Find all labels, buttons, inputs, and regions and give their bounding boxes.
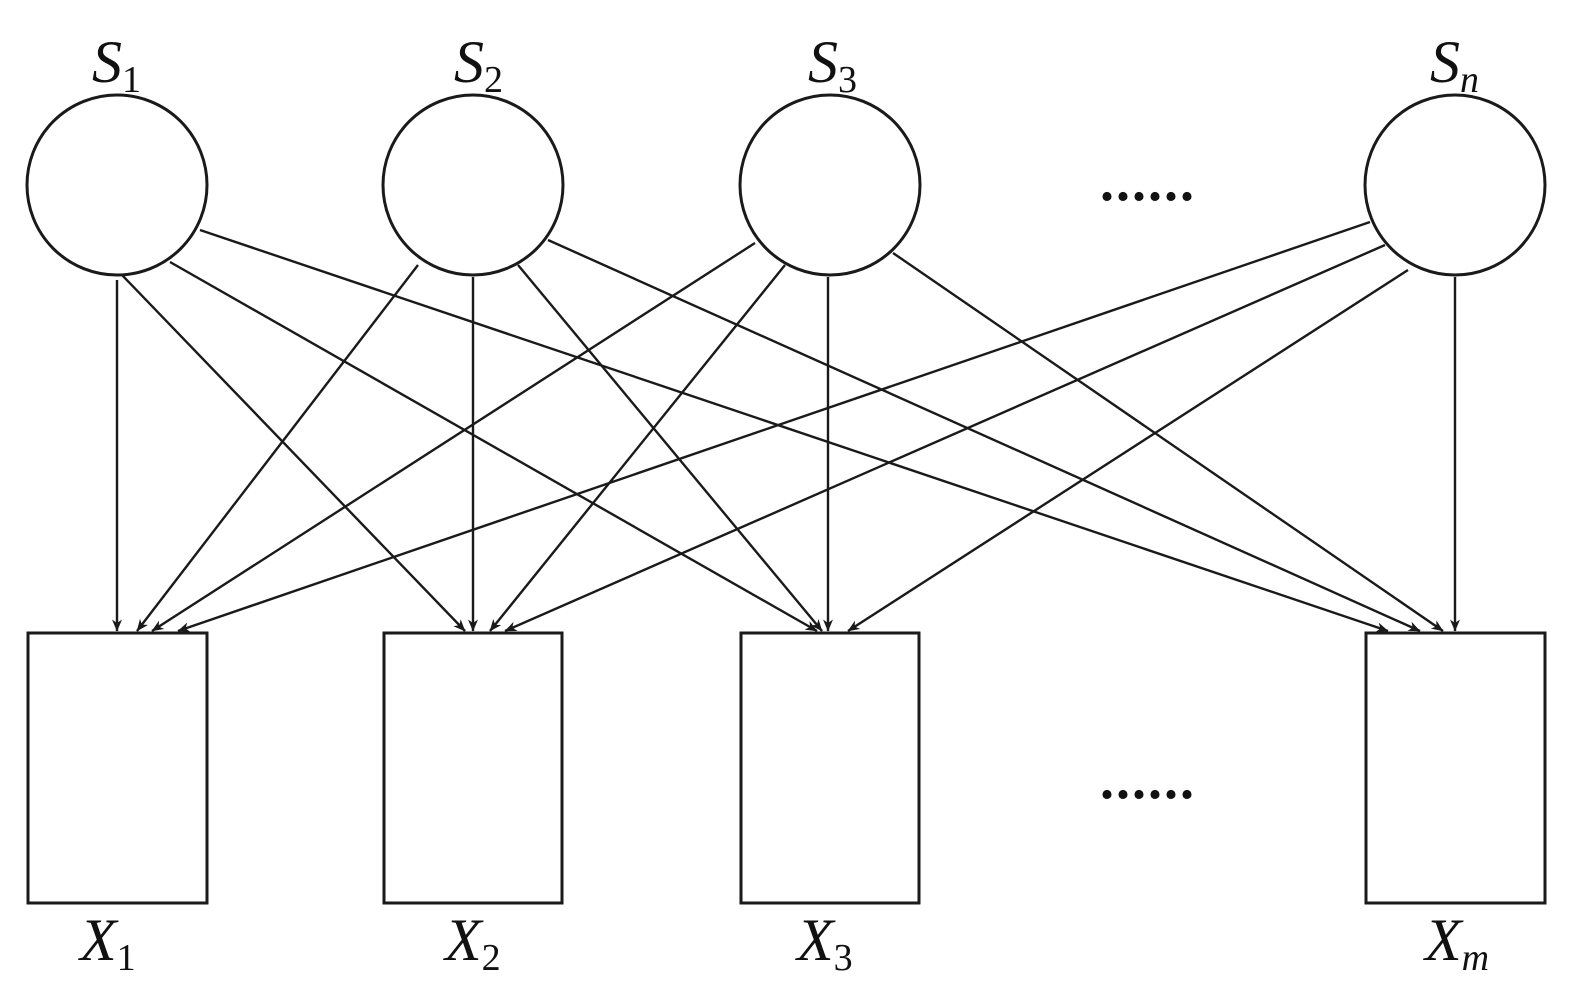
edge-arrow-s2-x1	[136, 264, 419, 632]
source-label: S2	[454, 29, 503, 101]
edge-arrow-sn-x3	[847, 268, 1409, 633]
source-circle	[738, 93, 922, 277]
observation-box	[1364, 631, 1547, 905]
source-circle	[381, 93, 565, 277]
source-label: Sn	[1430, 29, 1479, 101]
source-node-s1: S1	[25, 29, 209, 277]
edge-arrow-s1-x2	[121, 274, 466, 632]
ellipsis-top: ......	[1100, 151, 1196, 213]
observation-node-x1: X1	[26, 631, 209, 979]
source-node-s3: S3	[738, 29, 922, 277]
observation-node-x3: X3	[739, 631, 921, 979]
observation-node-xm: Xm	[1364, 631, 1547, 979]
edge-arrow-s3-x1	[151, 241, 756, 633]
observation-label: X3	[795, 907, 853, 979]
observation-label: X2	[443, 907, 501, 979]
observation-box	[382, 631, 564, 905]
observation-label: X1	[78, 907, 136, 979]
source-circle	[1363, 93, 1547, 277]
observation-box	[26, 631, 209, 905]
source-label: S1	[92, 29, 141, 101]
edge-arrow-s1-x3	[169, 260, 818, 633]
edge-arrow-s2-xm	[547, 238, 1421, 633]
edge-arrow-sn-x2	[504, 243, 1386, 633]
observation-box	[739, 631, 921, 905]
source-node-sn: Sn	[1363, 29, 1547, 277]
source-label: S3	[808, 29, 857, 101]
edge-arrow-s3-xm	[892, 252, 1444, 632]
observation-node-x2: X2	[382, 631, 564, 979]
edge-arrow-s3-x2	[489, 264, 786, 632]
ellipsis-bottom: ......	[1100, 749, 1196, 811]
source-node-s2: S2	[381, 29, 565, 277]
source-circle	[25, 93, 209, 277]
edge-arrow-s1-xm	[199, 228, 1389, 633]
observation-label: Xm	[1423, 907, 1489, 979]
edge-arrow-s2-x3	[517, 264, 823, 632]
edges-layer	[112, 220, 1460, 633]
edge-arrow-sn-x1	[177, 220, 1371, 633]
